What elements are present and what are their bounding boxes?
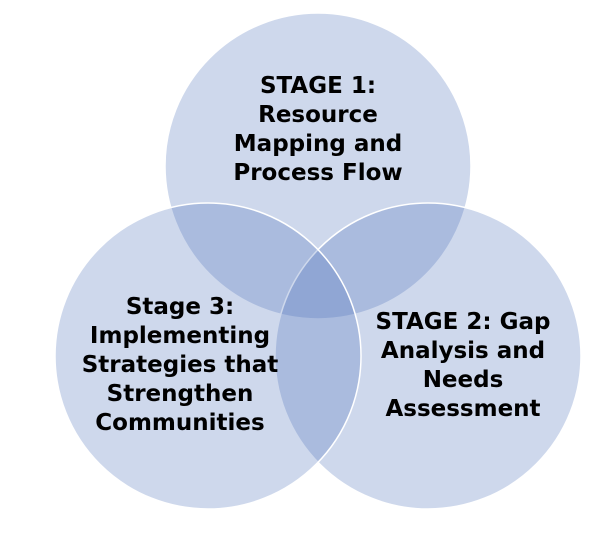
stage-2-label-line: STAGE 2: Gap <box>375 309 551 335</box>
stage-3-label-line: Stage 3: <box>125 294 235 320</box>
stage-1-label-line: Process Flow <box>233 160 403 186</box>
stage-3-label-line: Strengthen <box>106 381 254 407</box>
stage-2-label-line: Assessment <box>385 396 541 422</box>
stage-2-circle <box>274 202 582 510</box>
stage-3-circle <box>54 202 362 510</box>
stage-3-label: Stage 3: Implementing Strategies that St… <box>75 293 285 438</box>
stage-1-label-line: STAGE 1: <box>259 73 377 99</box>
stage-3-label-line: Strategies that <box>81 352 279 378</box>
stage-1-label: STAGE 1: Resource Mapping and Process Fl… <box>218 72 418 188</box>
stage-1-label-line: Resource <box>258 102 378 128</box>
stage-3-label-line: Communities <box>95 410 265 436</box>
stage-2-label-line: Needs <box>422 367 504 393</box>
stage-3-label-line: Implementing <box>89 323 271 349</box>
stage-1-circle <box>164 12 472 320</box>
stage-2-label: STAGE 2: Gap Analysis and Needs Assessme… <box>358 308 568 424</box>
stage-2-label-line: Analysis and <box>380 338 546 364</box>
stage-1-label-line: Mapping and <box>233 131 403 157</box>
